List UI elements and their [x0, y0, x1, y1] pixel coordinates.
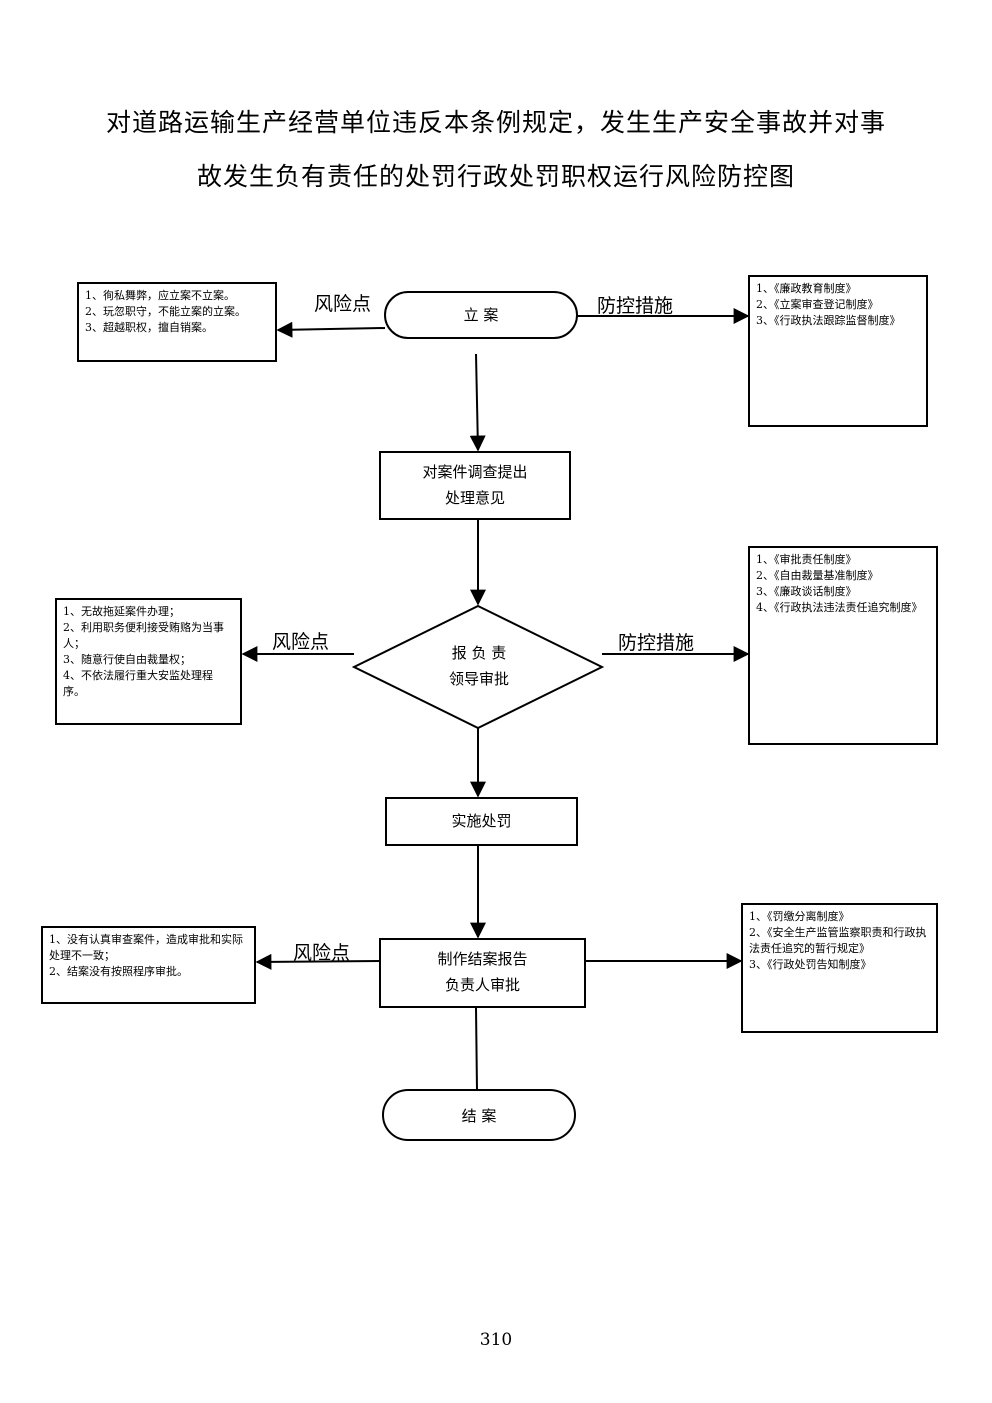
approve-risk-box: 1、无故拖延案件办理； 2、利用职务便利接受贿赂为当事人； 3、随意行使自由裁量…: [55, 598, 242, 725]
filing-risk-label: 风险点: [314, 293, 372, 315]
report-step-box: 制作结案报告 负责人审批: [379, 938, 586, 1008]
report-control-box: 1、《罚缴分离制度》 2、《安全生产监管监察职责和行政执法责任追究的暂行规定》 …: [741, 903, 938, 1033]
line-report-to-close: [475, 1007, 478, 1091]
report-step-line-1: 制作结案报告: [437, 950, 528, 968]
investigate-step-line-1: 对案件调查提出: [422, 463, 528, 481]
filing-risk-box: 1、徇私舞弊，应立案不立案。 2、玩忽职守，不能立案的立案。 3、超越职权，擅自…: [77, 282, 277, 362]
diagram-title-line-2: 故发生负有责任的处罚行政处罚职权运行风险防控图: [196, 162, 795, 191]
approve-step-line-1: 报 负 责: [451, 644, 507, 662]
report-step-line-2: 负责人审批: [444, 976, 520, 994]
approve-control-box: 1、《审批责任制度》 2、《自由裁量基准制度》 3、《廉政谈话制度》 4、《行政…: [748, 546, 938, 745]
arrow-filing-to-investigate: [469, 353, 486, 452]
filing-control-label: 防控措施: [597, 295, 674, 317]
investigate-step-line-2: 处理意见: [444, 489, 505, 507]
page-number: 310: [479, 1330, 513, 1350]
approve-step-line-2: 领导审批: [448, 670, 509, 688]
close-terminator: [382, 1089, 576, 1141]
report-risk-box: 1、没有认真审查案件，造成审批和实际处理不一致； 2、结案没有按照程序审批。: [41, 926, 256, 1004]
close-step-label: 结 案: [461, 1107, 497, 1125]
arrow-report-risk: [255, 953, 381, 970]
execute-step-box: 实施处罚: [385, 797, 578, 846]
investigate-step-box: 对案件调查提出 处理意见: [379, 451, 571, 520]
approve-step-label: 报 负 责 领导审批: [404, 640, 554, 692]
filing-step-label: 立 案: [463, 306, 499, 324]
execute-step-label: 实施处罚: [451, 812, 512, 830]
diagram-title-line-1: 对道路运输生产经营单位违反本条例规定，发生生产安全事故并对事: [105, 108, 886, 137]
arrow-filing-risk: [276, 321, 386, 338]
report-risk-label: 风险点: [293, 942, 351, 964]
approve-risk-label: 风险点: [272, 631, 330, 653]
approve-control-label: 防控措施: [618, 632, 695, 654]
filing-control-box: 1、《廉政教育制度》 2、《立案审查登记制度》 3、《行政执法跟踪监督制度》: [748, 275, 928, 427]
